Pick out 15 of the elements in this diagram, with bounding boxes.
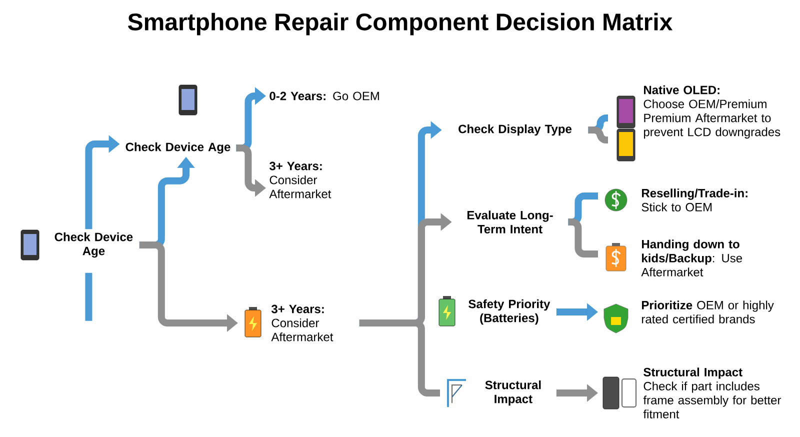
title: Smartphone Repair Component Decision Matrix: [128, 12, 673, 36]
outcome-text: 3+ Years: Consider Aftermarket: [269, 162, 332, 198]
step-label: Check Display Type: [458, 124, 572, 136]
step-label: Check Device Age: [126, 142, 230, 154]
outcome-text: Native OLED: Choose OEM/Premium Premium Aftermarket to prevent LCD downgrades: [644, 85, 780, 139]
outcome-text: Prioritize OEM or highly rated certified brands: [642, 300, 774, 324]
outcome-text: Structural Impact Check if part includes frame assembly for better fitment: [643, 368, 782, 418]
outcome-text: Handing down to kids/Backup: Use Aftermarket: [641, 240, 742, 276]
outcome-text: 0-2 Years: Go OEM: [270, 92, 379, 100]
step-label: Check Device Age: [54, 232, 133, 258]
step-label: Safety Priority (Batteries): [468, 299, 550, 325]
step-label: Structural Impact: [485, 380, 541, 406]
outcome-text: 3+ Years: Consider Aftermarket: [271, 304, 334, 342]
outcome-text: Reselling/Trade-in: Stick to OEM: [642, 188, 748, 212]
step-label: Evaluate Long-Term Intent: [467, 210, 553, 234]
